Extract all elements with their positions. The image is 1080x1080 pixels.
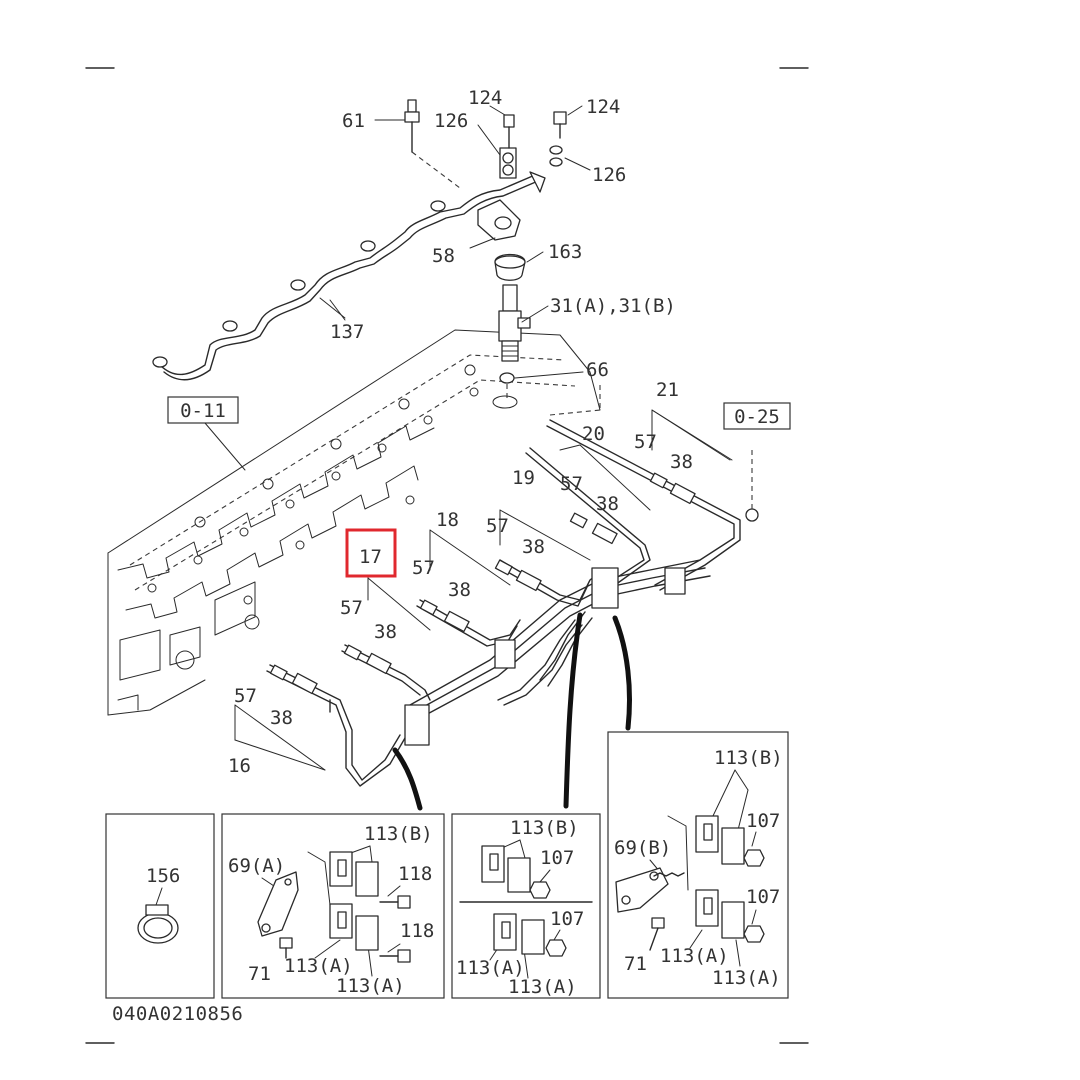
callout-126-right: 126 [592,164,626,186]
callout-113b-p3: 113(B) [510,817,579,839]
callout-57-pipe19: 57 [486,515,509,537]
callout-118-upper: 118 [398,863,432,885]
callout-163: 163 [548,241,582,263]
callout-124-left: 124 [468,87,502,109]
reference-box-0-25: 0-25 [723,402,791,430]
callout-69a: 69(A) [228,855,285,877]
callout-118-lower: 118 [400,920,434,942]
callout-66: 66 [586,359,609,381]
callout-20: 20 [582,423,605,445]
callout-21: 21 [656,379,679,401]
callout-107-p4-upper: 107 [746,810,780,832]
leak-off-pipe-137 [152,174,539,381]
callout-38-pipe21: 38 [670,451,693,473]
drawing-code: 040A0210856 [112,1003,243,1025]
ref-0-25-text: 0-25 [734,406,780,428]
callout-61: 61 [342,110,365,132]
injection-pipes-16-21 [266,385,759,787]
callout-38-pipe16: 38 [270,707,293,729]
callout-137: 137 [330,321,364,343]
ref-0-11-text: 0-11 [180,400,226,422]
callout-71-p4: 71 [624,953,647,975]
reference-box-0-11: 0-11 [167,396,246,471]
callout-57-pipe17: 57 [340,597,363,619]
inset-panel-156: 156 [105,813,215,999]
highlight-box-17[interactable] [345,528,397,578]
banjo-fittings [152,200,446,368]
callout-38-pipe20: 38 [596,493,619,515]
callout-18: 18 [436,509,459,531]
callout-126-left: 126 [434,110,468,132]
callout-57-pipe16: 57 [234,685,257,707]
callout-38-pipe17: 38 [374,621,397,643]
injector-assembly-31 [492,253,531,409]
cylinder-head-outline [107,329,601,716]
callout-17[interactable]: 17 [359,546,382,568]
inset-panel-clamp-107: 113(B) 107 107 113(A) 113(A) [451,813,601,999]
callout-113a-p2-b: 113(A) [336,975,405,997]
callout-38-pipe19: 38 [522,536,545,558]
callout-71-p2: 71 [248,963,271,985]
callout-107-p4-lower: 107 [746,886,780,908]
callout-107-p3-upper: 107 [540,847,574,869]
callout-156: 156 [146,865,180,887]
callout-113b-p2: 113(B) [364,823,433,845]
callout-113a-p4-a: 113(A) [660,945,729,967]
callout-107-p3-lower: 107 [550,908,584,930]
callout-113a-p4-b: 113(A) [712,967,781,989]
callout-124-right: 124 [586,96,620,118]
callout-57-pipe20: 57 [560,473,583,495]
callout-labels: 61 124 124 126 126 58 163 31(A),31(B) 13… [228,87,693,777]
callout-113b-p4: 113(B) [714,747,783,769]
callout-69b: 69(B) [614,837,671,859]
callout-16: 16 [228,755,251,777]
callout-113a-p3-a: 113(A) [456,957,525,979]
callout-58: 58 [432,245,455,267]
callout-57-pipe21: 57 [634,431,657,453]
inset-leader-curves [392,612,632,811]
callout-113a-p2-a: 113(A) [284,955,353,977]
hollow-bolt-61 [404,99,461,189]
callout-19: 19 [512,467,535,489]
pipe-bracket-58 [477,111,567,241]
callout-57-pipe18: 57 [412,557,435,579]
page-corner-marks [85,67,809,1044]
callout-38-pipe18: 38 [448,579,471,601]
inset-panel-clamp-69a: 113(B) 69(A) 118 118 71 113(A) 113(A) [221,813,445,999]
callout-113a-p3-b: 113(A) [508,976,577,998]
callout-31: 31(A),31(B) [550,295,676,317]
callout-leaders [234,105,733,771]
inset-panel-clamp-69b: 113(B) 69(B) 107 107 71 113(A) 113(A) [607,731,789,999]
